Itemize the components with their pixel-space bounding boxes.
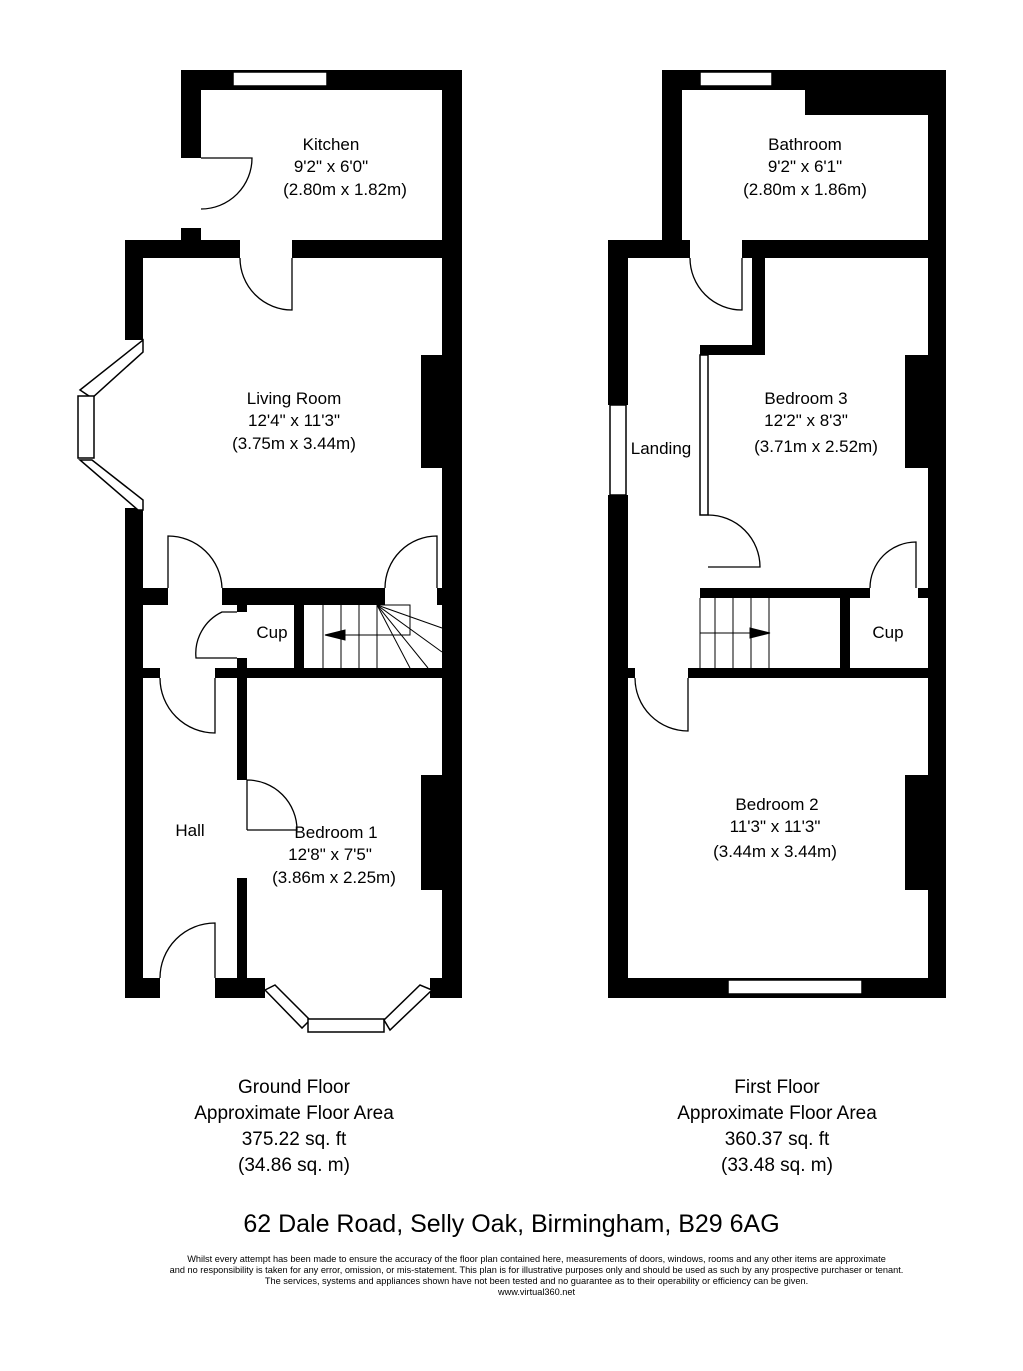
svg-text:11'3" x 11'3": 11'3" x 11'3" bbox=[730, 817, 821, 836]
bay-window bbox=[263, 984, 312, 1030]
door bbox=[634, 677, 689, 732]
area-label: Approximate Floor Area bbox=[194, 1103, 394, 1124]
room-label-cup: Cup bbox=[256, 623, 287, 642]
svg-text:Bathroom: Bathroom bbox=[768, 135, 842, 154]
door bbox=[246, 779, 298, 831]
disclaimer-line: and no responsibility is taken for any e… bbox=[169, 1265, 904, 1275]
svg-text:12'8" x 7'5": 12'8" x 7'5" bbox=[288, 845, 372, 864]
svg-text:Bedroom 1: Bedroom 1 bbox=[294, 823, 377, 842]
room-label-living-room: Living Room 12'4" x 11'3" (3.75m x 3.44m… bbox=[232, 389, 356, 453]
disclaimer-line: The services, systems and appliances sho… bbox=[264, 1276, 809, 1286]
floor-name: Ground Floor bbox=[238, 1077, 350, 1098]
window bbox=[609, 404, 627, 496]
svg-text:Bedroom 2: Bedroom 2 bbox=[735, 795, 818, 814]
room-label-hall: Hall bbox=[175, 821, 204, 840]
chimney-breast bbox=[421, 355, 442, 468]
door bbox=[167, 535, 223, 589]
door bbox=[689, 257, 743, 311]
disclaimer-line: Whilst every attempt has been made to en… bbox=[187, 1254, 886, 1264]
first-floor-plan bbox=[608, 70, 946, 998]
room-label-cup: Cup bbox=[872, 623, 903, 642]
svg-text:(3.71m x 2.52m): (3.71m x 2.52m) bbox=[754, 437, 878, 456]
svg-text:9'2" x 6'1": 9'2" x 6'1" bbox=[768, 157, 842, 176]
door bbox=[159, 677, 216, 734]
staircase bbox=[699, 598, 771, 668]
ground-floor-area: Ground Floor Approximate Floor Area 375.… bbox=[144, 1075, 444, 1179]
svg-text:(2.80m x 1.86m): (2.80m x 1.86m) bbox=[743, 180, 867, 199]
area-sqft: 360.37 sq. ft bbox=[724, 1129, 830, 1150]
ground-floor-plan bbox=[77, 70, 462, 1033]
svg-text:12'2" x 8'3": 12'2" x 8'3" bbox=[764, 411, 848, 430]
door bbox=[707, 514, 761, 568]
svg-text:Bedroom 3: Bedroom 3 bbox=[764, 389, 847, 408]
room-label-bedroom-1: Bedroom 1 12'8" x 7'5" (3.86m x 2.25m) bbox=[272, 823, 396, 887]
door bbox=[239, 257, 293, 311]
area-sqm: (34.86 sq. m) bbox=[238, 1155, 350, 1176]
floor-name: First Floor bbox=[734, 1077, 820, 1098]
front-door bbox=[159, 922, 216, 979]
svg-text:(3.44m x 3.44m): (3.44m x 3.44m) bbox=[713, 842, 837, 861]
area-sqm: (33.48 sq. m) bbox=[721, 1155, 833, 1176]
area-sqft: 375.22 sq. ft bbox=[241, 1129, 347, 1150]
room-label-bedroom-3: Bedroom 3 12'2" x 8'3" (3.71m x 2.52m) bbox=[754, 389, 878, 456]
property-address: 62 Dale Road, Selly Oak, Birmingham, B29… bbox=[243, 1210, 780, 1238]
chimney-breast bbox=[905, 355, 928, 468]
first-floor-area: First Floor Approximate Floor Area 360.3… bbox=[627, 1075, 927, 1179]
window bbox=[699, 71, 773, 87]
door bbox=[195, 611, 237, 659]
svg-text:(3.75m x 3.44m): (3.75m x 3.44m) bbox=[232, 434, 356, 453]
chimney-breast bbox=[905, 775, 928, 890]
svg-text:Living Room: Living Room bbox=[247, 389, 342, 408]
area-label: Approximate Floor Area bbox=[677, 1103, 877, 1124]
chimney-breast bbox=[421, 775, 442, 890]
window bbox=[727, 979, 863, 995]
svg-text:Kitchen: Kitchen bbox=[303, 135, 360, 154]
room-label-landing: Landing bbox=[631, 439, 692, 458]
room-label-bedroom-2: Bedroom 2 11'3" x 11'3" (3.44m x 3.44m) bbox=[713, 795, 837, 861]
room-label-kitchen: Kitchen 9'2" x 6'0" (2.80m x 1.82m) bbox=[283, 135, 407, 199]
bay-window bbox=[78, 338, 144, 399]
window bbox=[232, 71, 328, 87]
svg-text:(3.86m x 2.25m): (3.86m x 2.25m) bbox=[272, 868, 396, 887]
door bbox=[869, 541, 917, 589]
svg-text:(2.80m x 1.82m): (2.80m x 1.82m) bbox=[283, 180, 407, 199]
room-label-bathroom: Bathroom 9'2" x 6'1" (2.80m x 1.86m) bbox=[743, 135, 867, 199]
svg-text:9'2" x 6'0": 9'2" x 6'0" bbox=[294, 157, 368, 176]
svg-text:12'4" x 11'3": 12'4" x 11'3" bbox=[248, 411, 340, 430]
door bbox=[384, 535, 438, 589]
disclaimer: Whilst every attempt has been made to en… bbox=[0, 1254, 1023, 1298]
door bbox=[200, 157, 253, 210]
staircase bbox=[322, 604, 443, 669]
website-link[interactable]: www.virtual360.net bbox=[497, 1287, 576, 1297]
